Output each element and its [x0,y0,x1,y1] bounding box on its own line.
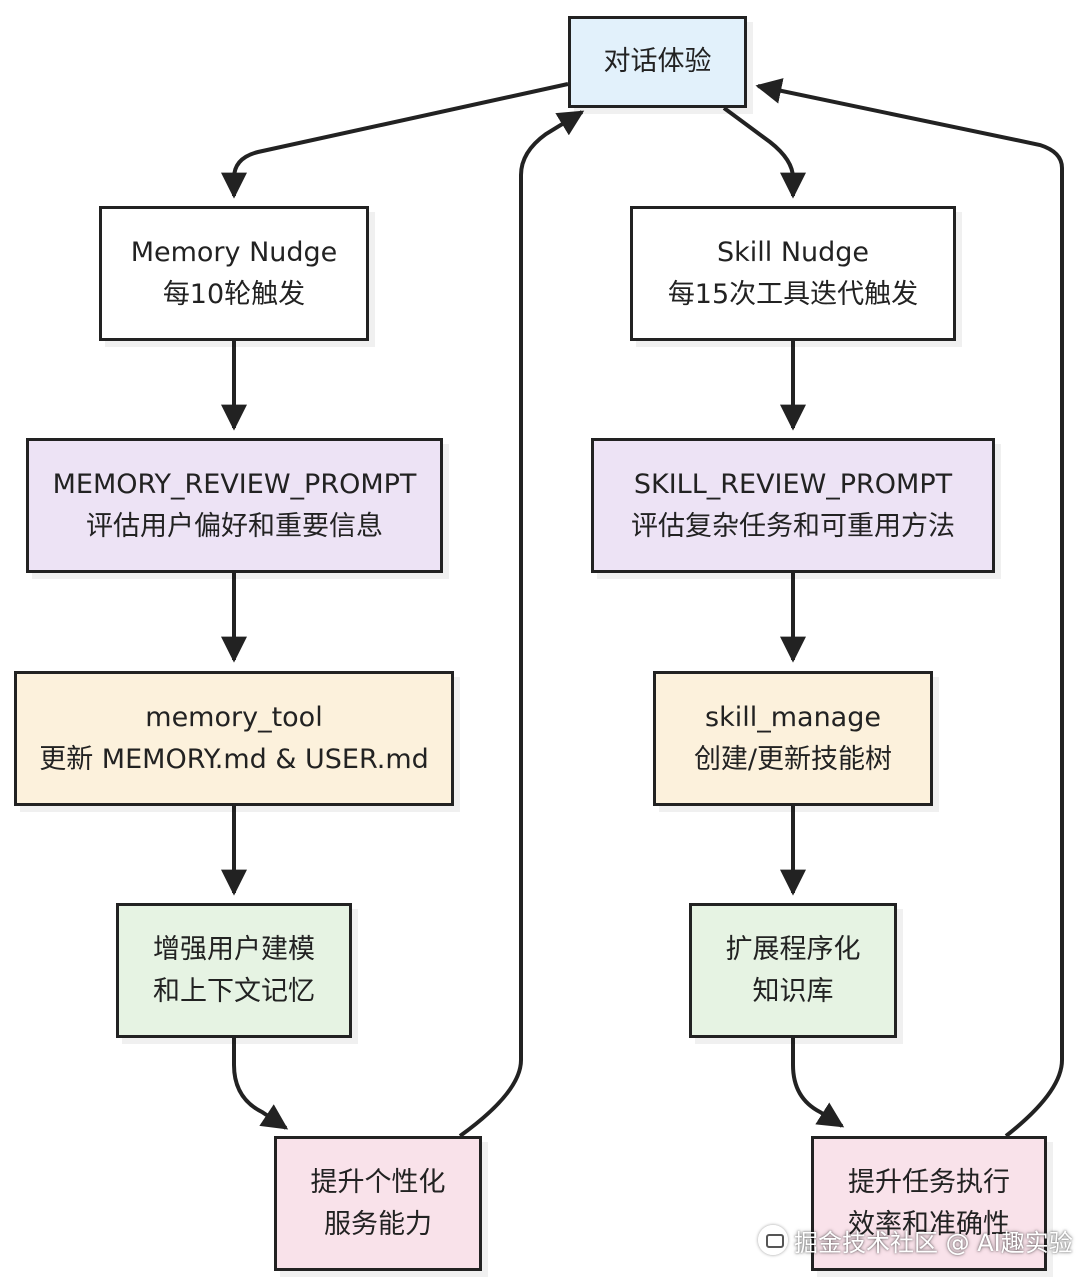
node-memory-review-title: MEMORY_REVIEW_PROMPT [52,468,417,500]
node-skill-nudge: Skill Nudge 每15次工具迭代触发 [630,206,956,341]
node-memory-tool-subtitle: 更新 MEMORY.md & USER.md [39,743,429,775]
node-knowledge-base: 扩展程序化 知识库 [689,903,897,1038]
edge-efficiency-to-dialog [755,78,1064,1138]
node-efficiency-line2: 效率和准确性 [848,1208,1010,1240]
edge-personalization-to-dialog [458,110,585,1138]
node-user-model-line2: 和上下文记忆 [153,975,315,1007]
watermark-text: 掘金技术社区 @ AI趣实验 [794,1228,1073,1257]
node-memory-nudge-title: Memory Nudge [130,236,338,268]
node-skill-manage-title: skill_manage [705,701,881,733]
node-personalization-line1: 提升个性化 [310,1166,446,1198]
edge-dialog-to-skill-nudge [722,106,806,199]
node-skill-manage: skill_manage 创建/更新技能树 [653,671,933,806]
node-knowledge-base-line1: 扩展程序化 [725,933,861,965]
node-skill-review-subtitle: 评估复杂任务和可重用方法 [631,510,955,542]
wechat-icon [758,1225,788,1255]
node-skill-review-title: SKILL_REVIEW_PROMPT [633,468,953,500]
node-skill-nudge-subtitle: 每15次工具迭代触发 [667,278,919,310]
watermark: 掘金技术社区 @ AI趣实验 [758,1222,1073,1258]
edge-knowledge-to-efficiency [791,1038,845,1128]
node-skill-manage-subtitle: 创建/更新技能树 [693,743,893,775]
node-dialog-experience: 对话体验 [568,16,747,108]
edge-dialog-to-memory-nudge [221,82,569,199]
node-skill-nudge-title: Skill Nudge [716,236,870,268]
node-efficiency-line1: 提升任务执行 [848,1166,1010,1198]
node-memory-tool: memory_tool 更新 MEMORY.md & USER.md [14,671,454,806]
node-user-model-line1: 增强用户建模 [153,933,315,965]
node-knowledge-base-line2: 知识库 [752,975,834,1007]
node-memory-nudge: Memory Nudge 每10轮触发 [99,206,369,341]
node-memory-tool-title: memory_tool [145,701,323,733]
node-efficiency: 提升任务执行 效率和准确性 [811,1136,1047,1271]
node-dialog-label: 对话体验 [603,46,712,77]
node-personalization-line2: 服务能力 [324,1208,432,1240]
edge-user-model-to-personalization [232,1038,289,1130]
node-skill-review-prompt: SKILL_REVIEW_PROMPT 评估复杂任务和可重用方法 [591,438,995,573]
node-user-model: 增强用户建模 和上下文记忆 [116,903,352,1038]
node-memory-nudge-subtitle: 每10轮触发 [162,278,306,310]
node-memory-review-subtitle: 评估用户偏好和重要信息 [86,510,383,542]
node-personalization: 提升个性化 服务能力 [274,1136,482,1271]
node-memory-review-prompt: MEMORY_REVIEW_PROMPT 评估用户偏好和重要信息 [26,438,443,573]
